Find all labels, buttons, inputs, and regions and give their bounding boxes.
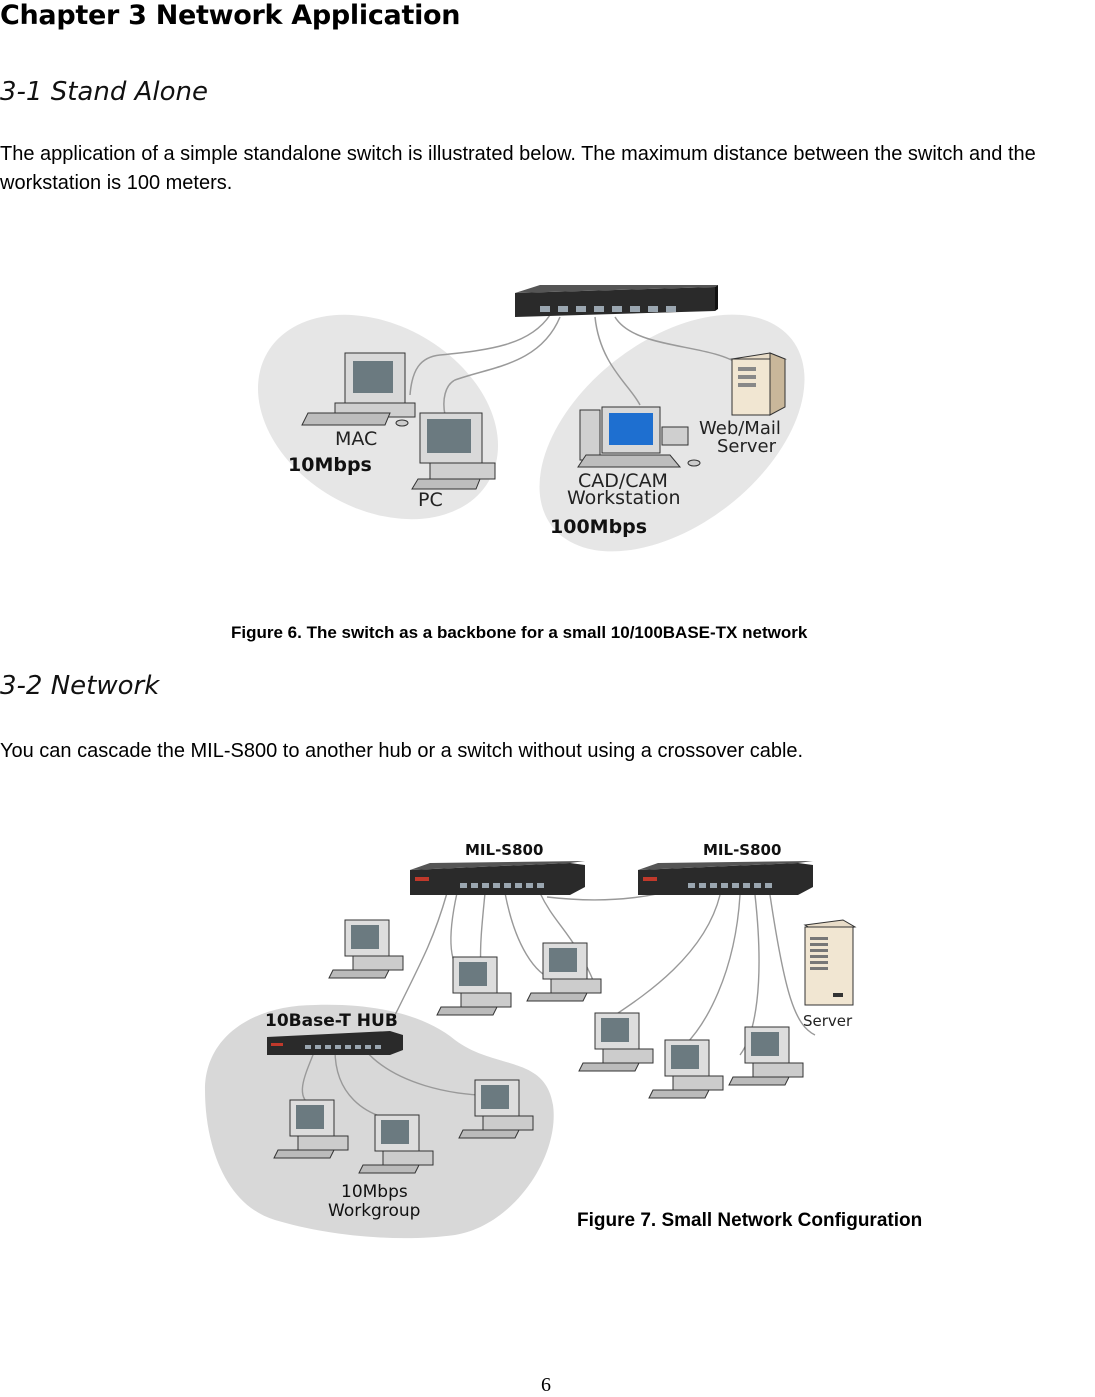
page-number: 6	[541, 1374, 551, 1396]
paragraph-network: You can cascade the MIL-S800 to another …	[0, 740, 804, 762]
switch-icon	[515, 285, 718, 317]
figure-6-diagram: MAC 10Mbps PC Web/Mail Server CAD/CAM Wo…	[257, 285, 805, 552]
label-10mbps: 10Mbps	[288, 454, 372, 476]
figure-7-diagram: MIL-S800 MIL-S800 10Base-T HUB Server 10…	[205, 841, 857, 1239]
label-switch-right: MIL-S800	[703, 841, 781, 859]
section-heading-stand-alone: 3-1 Stand Alone	[0, 77, 208, 107]
label-workgroup: Workgroup	[328, 1201, 420, 1221]
pc-computer-icon	[411, 412, 496, 490]
cad-workstation-icon	[577, 406, 701, 468]
switch-left-icon	[410, 861, 585, 895]
hub-icon	[267, 1031, 403, 1055]
label-hub: 10Base-T HUB	[265, 1011, 398, 1031]
label-100mbps: 100Mbps	[550, 516, 647, 538]
label-workgroup-speed: 10Mbps	[341, 1182, 408, 1202]
computer-icon	[526, 942, 602, 1002]
workstation-icons	[273, 919, 804, 1174]
chapter-title: Chapter 3 Network Application	[0, 0, 461, 31]
cables	[409, 314, 741, 416]
label-server: Server	[717, 436, 777, 457]
computer-icon	[458, 1079, 534, 1139]
computer-icon	[648, 1039, 724, 1099]
label-server: Server	[803, 1012, 853, 1030]
computer-icon	[436, 956, 512, 1016]
switch-right-icon	[638, 861, 813, 895]
server-icon	[803, 919, 857, 1006]
label-web-mail: Web/Mail	[699, 418, 781, 439]
section-heading-network: 3-2 Network	[0, 671, 160, 701]
computer-icon	[358, 1114, 434, 1174]
label-pc: PC	[418, 489, 443, 511]
computer-icon	[728, 1026, 804, 1086]
label-mac: MAC	[335, 428, 377, 450]
label-switch-left: MIL-S800	[465, 841, 543, 859]
figure-6-caption: Figure 6. The switch as a backbone for a…	[231, 623, 808, 642]
label-cad-cam: CAD/CAM	[578, 470, 668, 492]
server-icon	[730, 352, 787, 416]
label-workstation: Workstation	[567, 487, 681, 509]
computer-icon	[578, 1012, 654, 1072]
mac-computer-icon	[301, 352, 416, 427]
computer-icon	[273, 1099, 349, 1159]
computer-icon	[328, 919, 404, 979]
paragraph-stand-alone: The application of a simple standalone s…	[0, 143, 1036, 194]
figure-7-caption: Figure 7. Small Network Configuration	[577, 1210, 923, 1231]
